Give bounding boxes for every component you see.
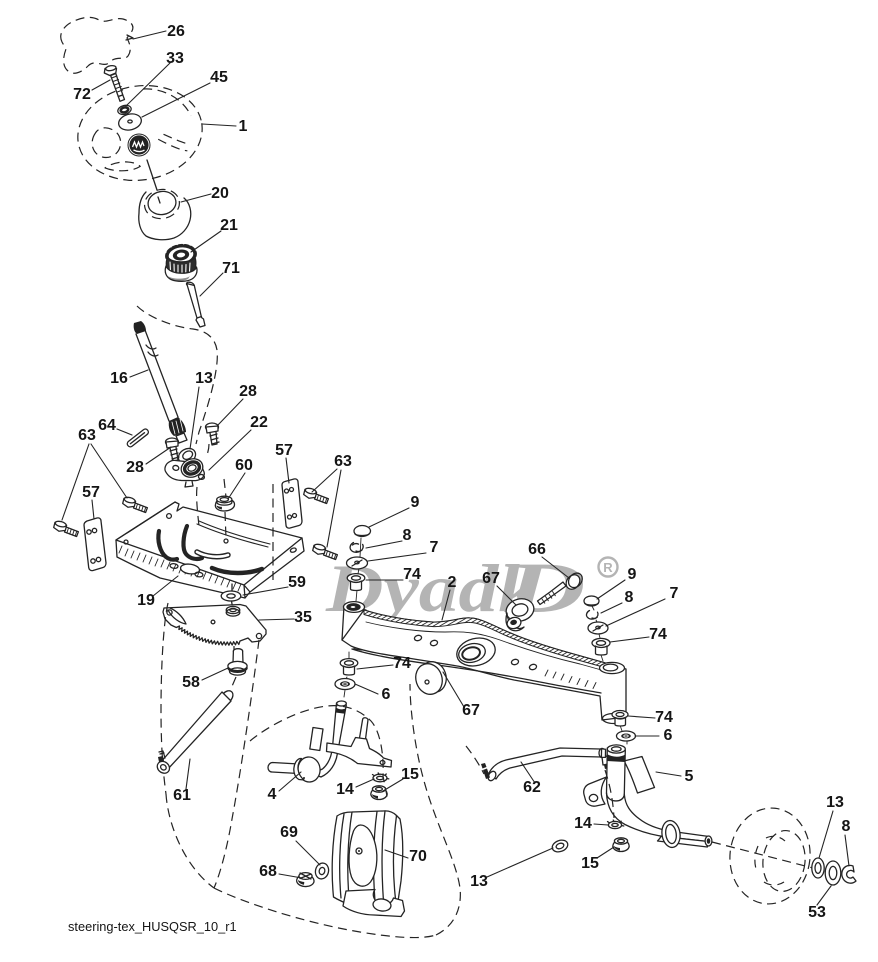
svg-text:63: 63 — [334, 453, 352, 470]
svg-text:53: 53 — [808, 904, 826, 921]
svg-text:70: 70 — [409, 848, 427, 865]
svg-text:4: 4 — [268, 786, 277, 803]
svg-text:69: 69 — [280, 824, 298, 841]
svg-text:21: 21 — [220, 217, 238, 234]
svg-text:14: 14 — [574, 815, 592, 832]
svg-text:60: 60 — [235, 457, 253, 474]
svg-text:20: 20 — [211, 185, 229, 202]
svg-text:68: 68 — [259, 863, 277, 880]
svg-text:R: R — [603, 560, 613, 575]
svg-text:58: 58 — [182, 674, 200, 691]
svg-text:74: 74 — [649, 626, 667, 643]
svg-text:28: 28 — [239, 383, 257, 400]
svg-text:66: 66 — [528, 541, 546, 558]
svg-text:14: 14 — [336, 781, 354, 798]
svg-text:62: 62 — [523, 779, 541, 796]
svg-text:9: 9 — [411, 494, 420, 511]
svg-text:5: 5 — [685, 768, 694, 785]
svg-text:8: 8 — [625, 589, 634, 606]
svg-text:61: 61 — [173, 787, 191, 804]
svg-text:13: 13 — [195, 370, 213, 387]
svg-text:8: 8 — [842, 818, 851, 835]
svg-text:6: 6 — [382, 686, 391, 703]
svg-text:33: 33 — [166, 50, 184, 67]
svg-text:15: 15 — [581, 855, 599, 872]
svg-text:67: 67 — [462, 702, 480, 719]
svg-text:15: 15 — [401, 766, 419, 783]
svg-text:13: 13 — [470, 873, 488, 890]
svg-text:64: 64 — [98, 417, 116, 434]
svg-text:9: 9 — [628, 566, 637, 583]
svg-text:steering-tex_HUSQSR_10_r1: steering-tex_HUSQSR_10_r1 — [68, 919, 237, 934]
svg-text:19: 19 — [137, 592, 155, 609]
svg-text:63: 63 — [78, 427, 96, 444]
svg-text:74: 74 — [655, 709, 673, 726]
svg-text:71: 71 — [222, 260, 240, 277]
svg-text:22: 22 — [250, 414, 268, 431]
svg-text:26: 26 — [167, 23, 185, 40]
svg-text:74: 74 — [403, 566, 421, 583]
svg-text:28: 28 — [126, 459, 144, 476]
svg-text:16: 16 — [110, 370, 128, 387]
svg-text:2: 2 — [448, 574, 457, 591]
svg-text:13: 13 — [826, 794, 844, 811]
svg-text:7: 7 — [430, 539, 439, 556]
svg-text:57: 57 — [82, 484, 100, 501]
svg-text:57: 57 — [275, 442, 293, 459]
svg-text:35: 35 — [294, 609, 312, 626]
svg-text:8: 8 — [403, 527, 412, 544]
svg-text:6: 6 — [664, 727, 673, 744]
svg-text:72: 72 — [73, 86, 91, 103]
svg-text:45: 45 — [210, 69, 228, 86]
svg-text:7: 7 — [670, 585, 679, 602]
svg-text:1: 1 — [239, 118, 248, 135]
svg-text:67: 67 — [482, 570, 500, 587]
svg-text:59: 59 — [288, 574, 306, 591]
svg-text:74: 74 — [393, 655, 411, 672]
